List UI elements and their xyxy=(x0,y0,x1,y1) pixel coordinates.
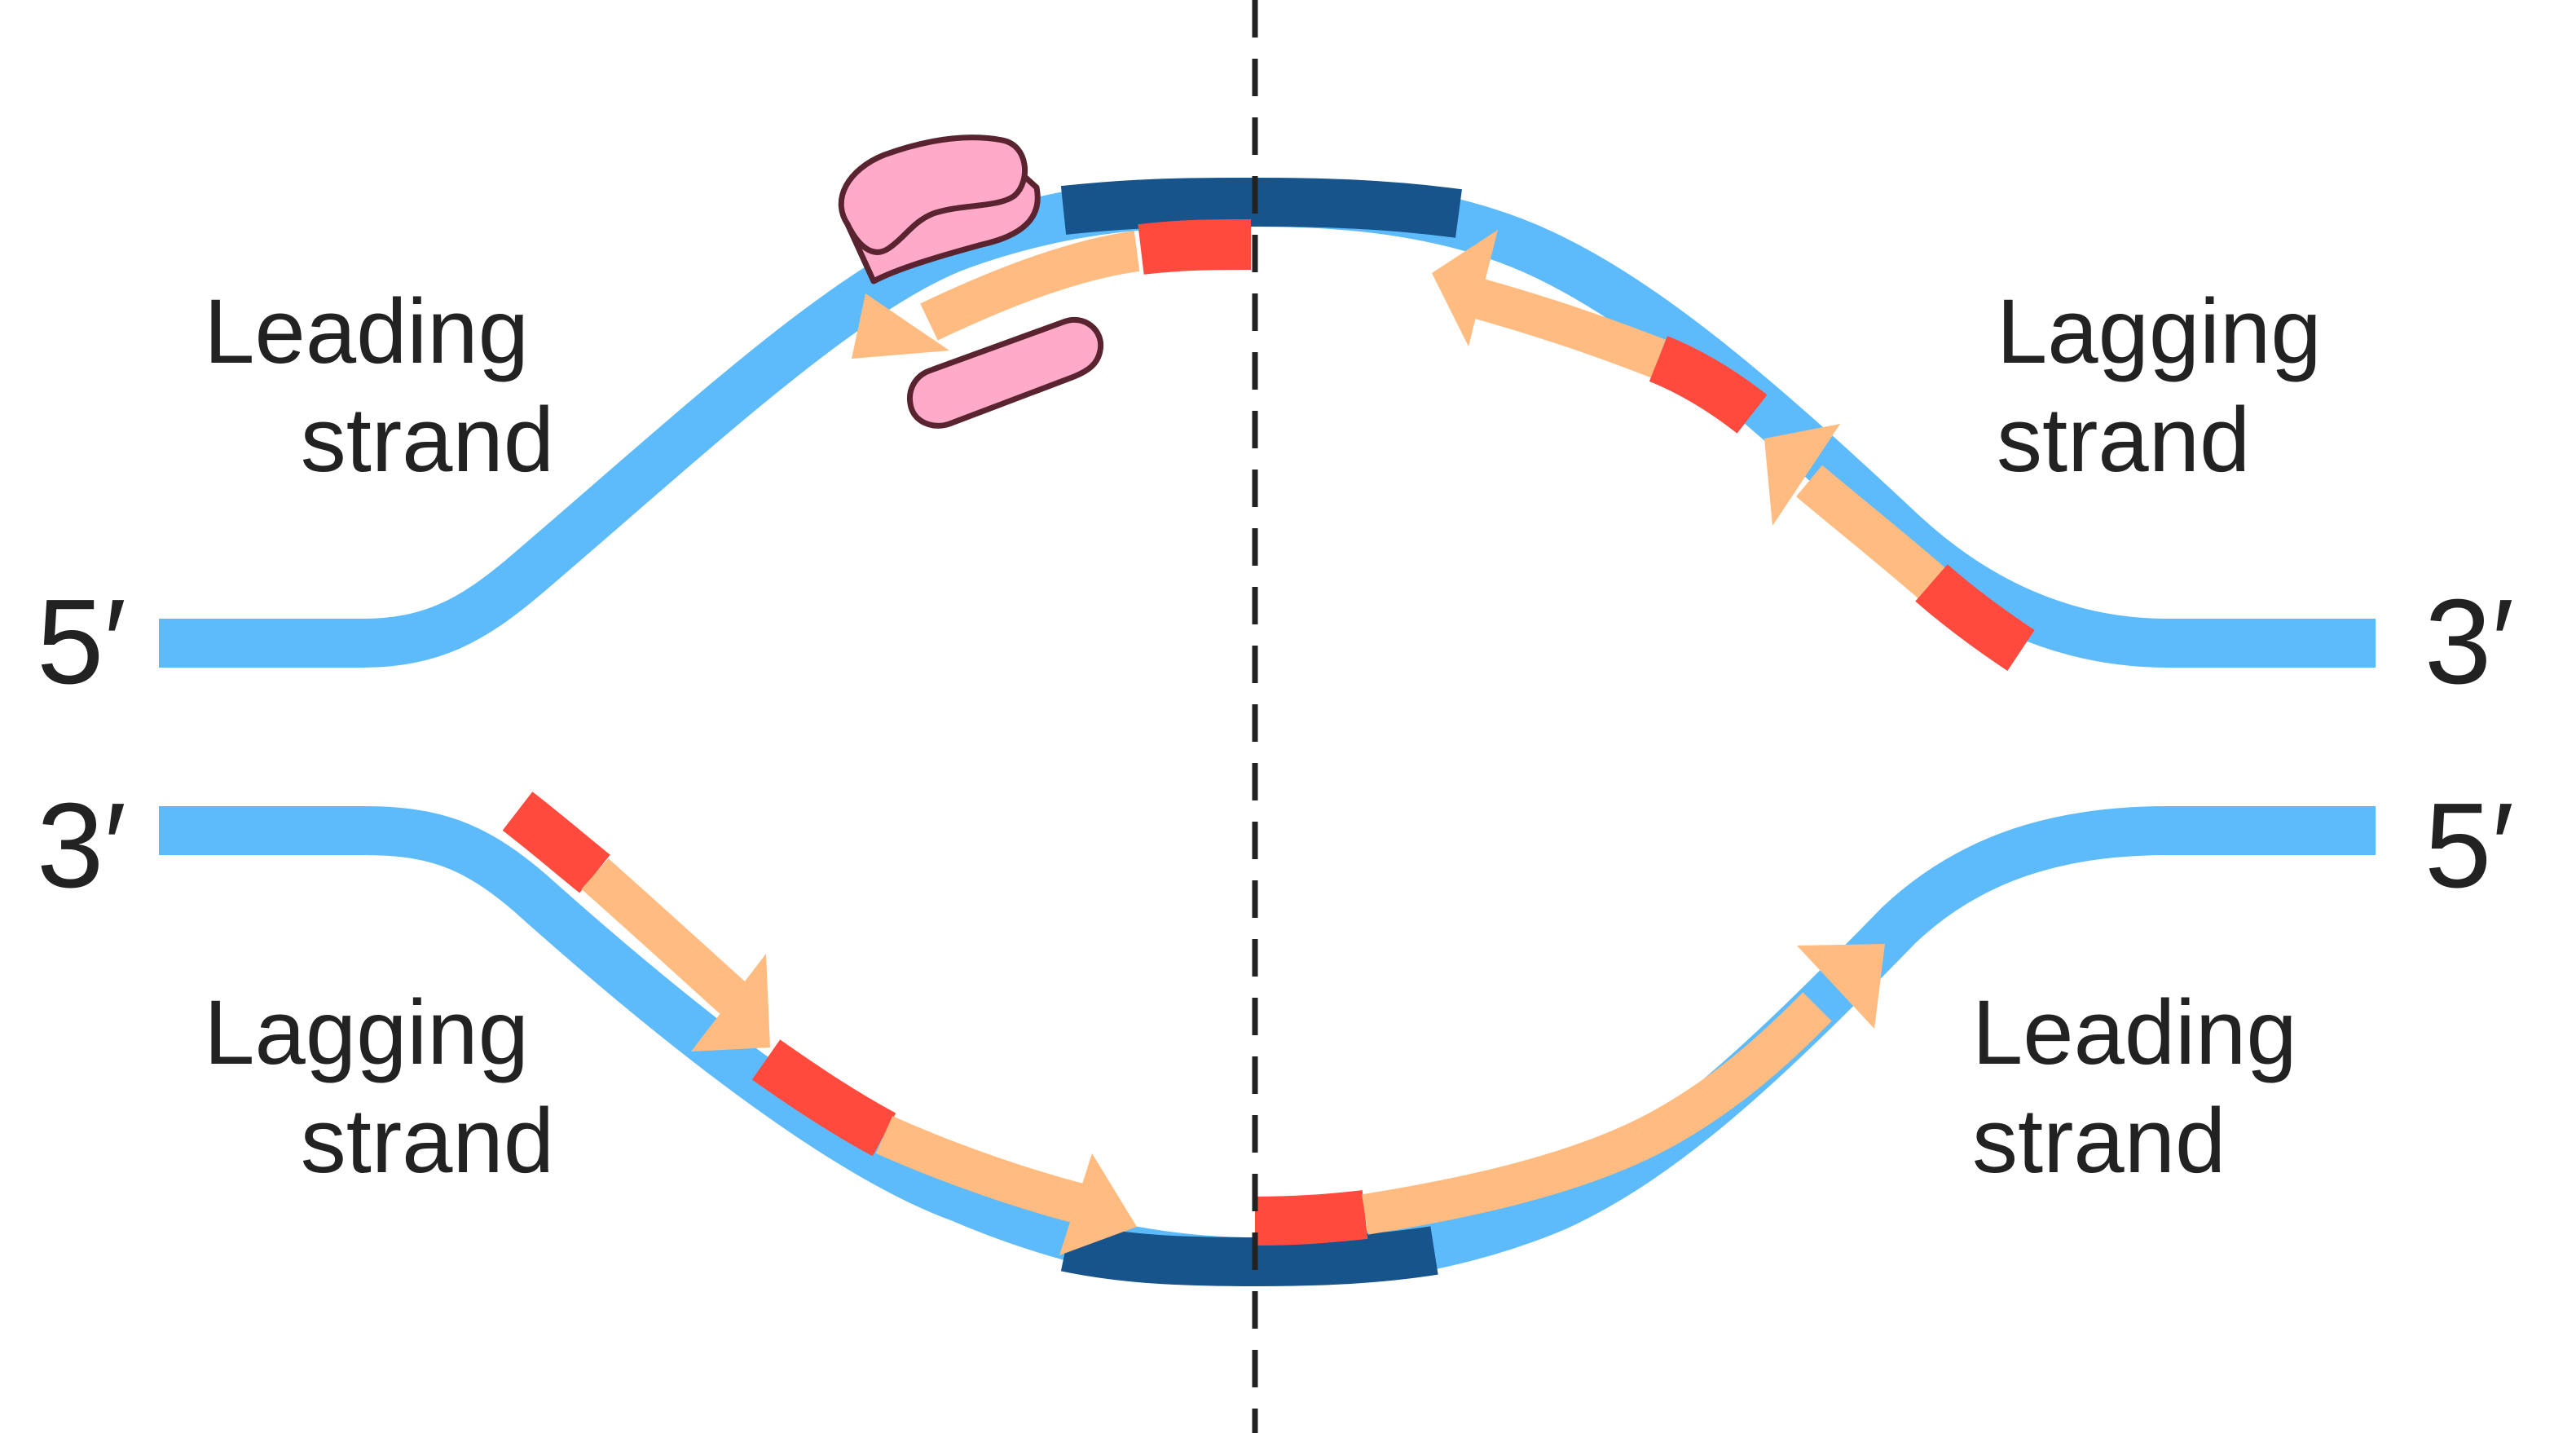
bottom-left-arrowhead-2 xyxy=(1059,1153,1137,1255)
top-right-okazaki-fragment-2 xyxy=(1764,424,2035,671)
dna-polymerase xyxy=(838,134,1104,429)
top-right-label-line2: strand xyxy=(1997,389,2250,491)
bottom-left-arrowhead-1 xyxy=(691,954,770,1052)
top-left-arrowhead xyxy=(852,293,949,359)
top-right-arrowhead-1 xyxy=(1432,230,1498,346)
bottom-left-okazaki-fragment-2 xyxy=(751,1039,1137,1255)
top-right-rna-primer-2 xyxy=(1915,564,2035,671)
top-right-arrowhead-2 xyxy=(1764,424,1840,526)
top-right-strand-label: Lagging strand xyxy=(1997,280,2347,491)
top-parental-origin-segment xyxy=(1060,177,1462,238)
bottom-parental-origin-segment xyxy=(1060,1223,1438,1287)
bottom-right-label-line2: strand xyxy=(1972,1090,2226,1192)
top-left-leading-new-strand xyxy=(852,219,1252,359)
bottom-left-rna-primer-2 xyxy=(751,1039,896,1157)
top-right-okazaki-fragment-1 xyxy=(1432,230,1768,434)
top-left-end-label: 5′ xyxy=(37,575,126,709)
polymerase-clamp xyxy=(906,316,1104,429)
bottom-right-arrowhead xyxy=(1797,944,1885,1029)
top-left-label-line2: strand xyxy=(301,389,554,491)
bottom-left-end-label: 3′ xyxy=(37,778,126,913)
top-left-label-line1: Leading xyxy=(204,280,529,382)
bottom-right-strand-label: Leading strand xyxy=(1972,981,2323,1192)
top-left-strand-label: Leading strand xyxy=(204,280,554,491)
polymerase-top-lobe xyxy=(838,134,1028,255)
bottom-left-strand-label: Lagging strand xyxy=(204,981,554,1192)
top-right-end-label: 3′ xyxy=(2424,575,2514,709)
bottom-left-okazaki-fragment-1 xyxy=(502,791,770,1052)
bottom-right-end-label: 5′ xyxy=(2424,778,2514,913)
bottom-left-label-line1: Lagging xyxy=(204,981,529,1083)
top-right-rna-primer-1 xyxy=(1649,336,1768,434)
bottom-left-rna-primer-1 xyxy=(502,791,610,893)
top-right-label-line1: Lagging xyxy=(1997,280,2322,382)
bottom-right-label-line1: Leading xyxy=(1972,981,2297,1083)
bottom-right-rna-primer xyxy=(1254,1190,1368,1246)
top-left-rna-primer xyxy=(1138,219,1252,275)
bottom-left-label-line2: strand xyxy=(301,1090,554,1192)
bottom-right-leading-new-strand xyxy=(1254,944,1885,1246)
